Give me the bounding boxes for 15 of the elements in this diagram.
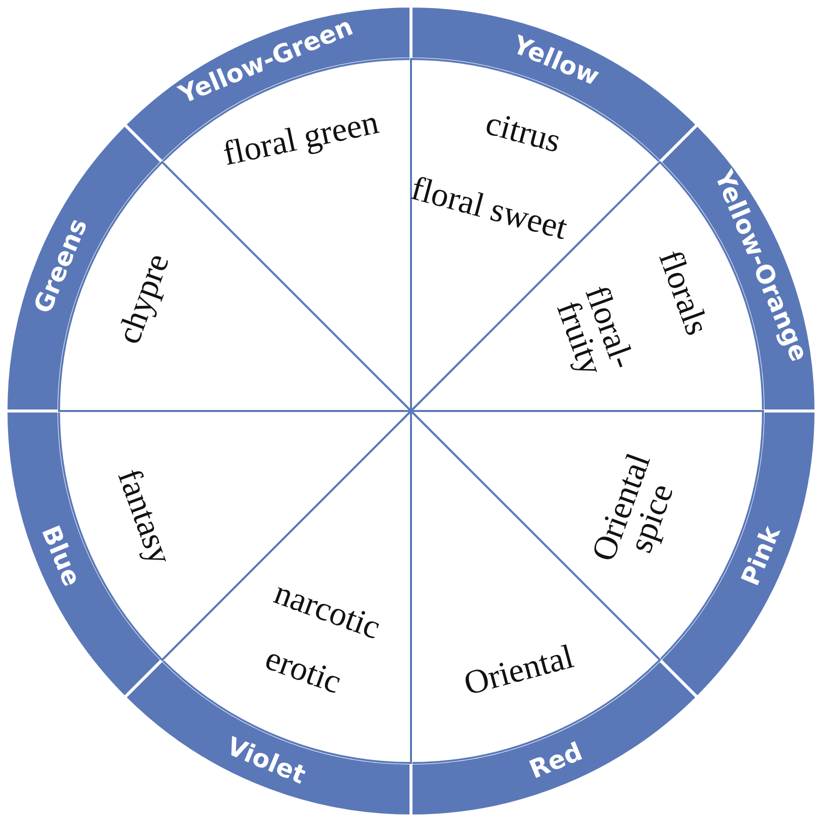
fragrance-family-label: floral-fruity	[548, 280, 642, 382]
fragrance-family-label: Oriental	[461, 641, 577, 701]
fragrance-family-label: floral green	[220, 106, 382, 172]
fragrance-family-label: narcotic	[270, 577, 384, 645]
color-label: Pink	[734, 520, 787, 592]
fragrance-family-label: florals	[653, 246, 713, 340]
fragrance-family-label: erotic	[261, 642, 345, 700]
fragrance-family-label: citrus	[482, 108, 564, 158]
fragrance-family-label: Oriental spice	[584, 448, 682, 568]
fragrance-family-label: fantasy	[112, 465, 176, 569]
color-ring-segment	[4, 410, 164, 699]
color-label: Blue	[34, 520, 88, 592]
fragrance-family-label: floral sweet	[408, 172, 570, 246]
fragrance-family-label: chypre	[113, 250, 175, 348]
color-label: Red	[524, 736, 588, 786]
